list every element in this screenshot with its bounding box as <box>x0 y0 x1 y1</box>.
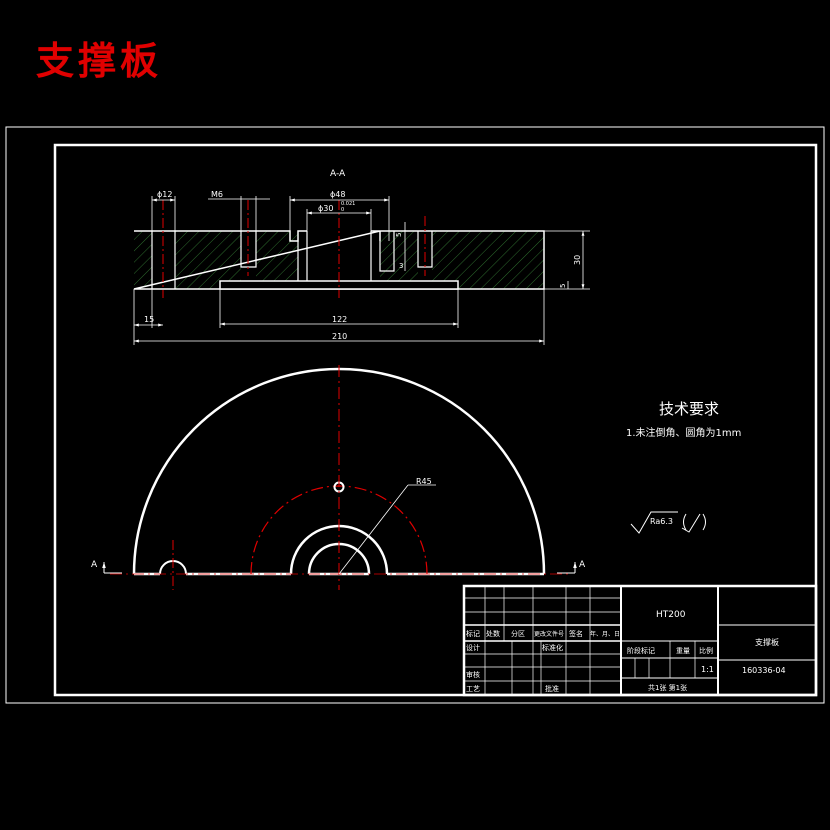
part-name: 支撑板 <box>755 637 779 647</box>
section-view <box>133 200 545 298</box>
section-dimension-labels: ϕ12 M6 ϕ48 ϕ30 0.021 0 5 3 30 5 15 122 2… <box>144 190 582 341</box>
outer-frame <box>5 126 825 704</box>
tb-mark: 标记 <box>466 629 480 638</box>
tb-sheets: 共1张 第1张 <box>648 683 687 692</box>
dim-h15: 15 <box>144 315 154 324</box>
dim-v3: 3 <box>399 262 403 270</box>
tb-approve: 批准 <box>545 684 559 693</box>
dim-d30-tol: 0.021 <box>341 201 355 207</box>
tb-date: 年、月、日 <box>590 630 620 638</box>
tb-process: 工艺 <box>466 685 480 693</box>
tech-req-line1: 1.未注倒角、圆角为1mm <box>626 426 741 439</box>
title-block <box>462 584 818 697</box>
section-dimensions <box>133 196 590 345</box>
tb-sign: 签名 <box>569 629 583 638</box>
dim-d12: ϕ12 <box>157 190 172 199</box>
drawing-title: 支撑板 <box>36 38 163 83</box>
title-block-text: HT200 支撑板 160336-04 标记 处数 分区 更改文件号 签名 年、… <box>466 610 786 693</box>
tb-review: 审核 <box>466 670 480 679</box>
tb-scale-label: 比例 <box>699 646 713 655</box>
roughness-symbol <box>630 511 706 534</box>
dim-v5-right: 5 <box>559 284 567 288</box>
dim-v30: 30 <box>573 255 582 265</box>
dim-m6: M6 <box>211 190 223 199</box>
tb-zone: 分区 <box>511 629 525 638</box>
tb-count: 处数 <box>486 629 500 638</box>
dim-h210: 210 <box>332 332 347 341</box>
dim-h122: 122 <box>332 315 347 324</box>
roughness-value: Ra6.3 <box>650 517 673 526</box>
plan-view <box>102 365 577 590</box>
tb-scale: 1:1 <box>701 665 714 674</box>
tech-req-heading: 技术要求 <box>659 400 719 418</box>
dim-d30: ϕ30 <box>318 204 333 213</box>
dim-r45: R45 <box>416 477 432 486</box>
material: HT200 <box>656 610 686 620</box>
section-marker-right: A <box>579 560 586 570</box>
drawing-no: 160336-04 <box>742 666 786 675</box>
roughness-other: (√) <box>681 519 692 528</box>
tb-change-doc: 更改文件号 <box>534 630 564 638</box>
tb-weight: 重量 <box>676 647 690 655</box>
dim-v5-top: 5 <box>395 233 403 237</box>
section-marker-left: A <box>91 560 98 570</box>
tb-standardize: 标准化 <box>542 643 563 652</box>
dim-d30-tol-low: 0 <box>341 207 344 213</box>
section-label: A-A <box>330 169 346 179</box>
dim-d48: ϕ48 <box>330 190 345 199</box>
inner-frame <box>53 143 818 697</box>
tb-stage-mark: 阶段标记 <box>627 646 655 655</box>
tb-design: 设计 <box>466 643 480 652</box>
